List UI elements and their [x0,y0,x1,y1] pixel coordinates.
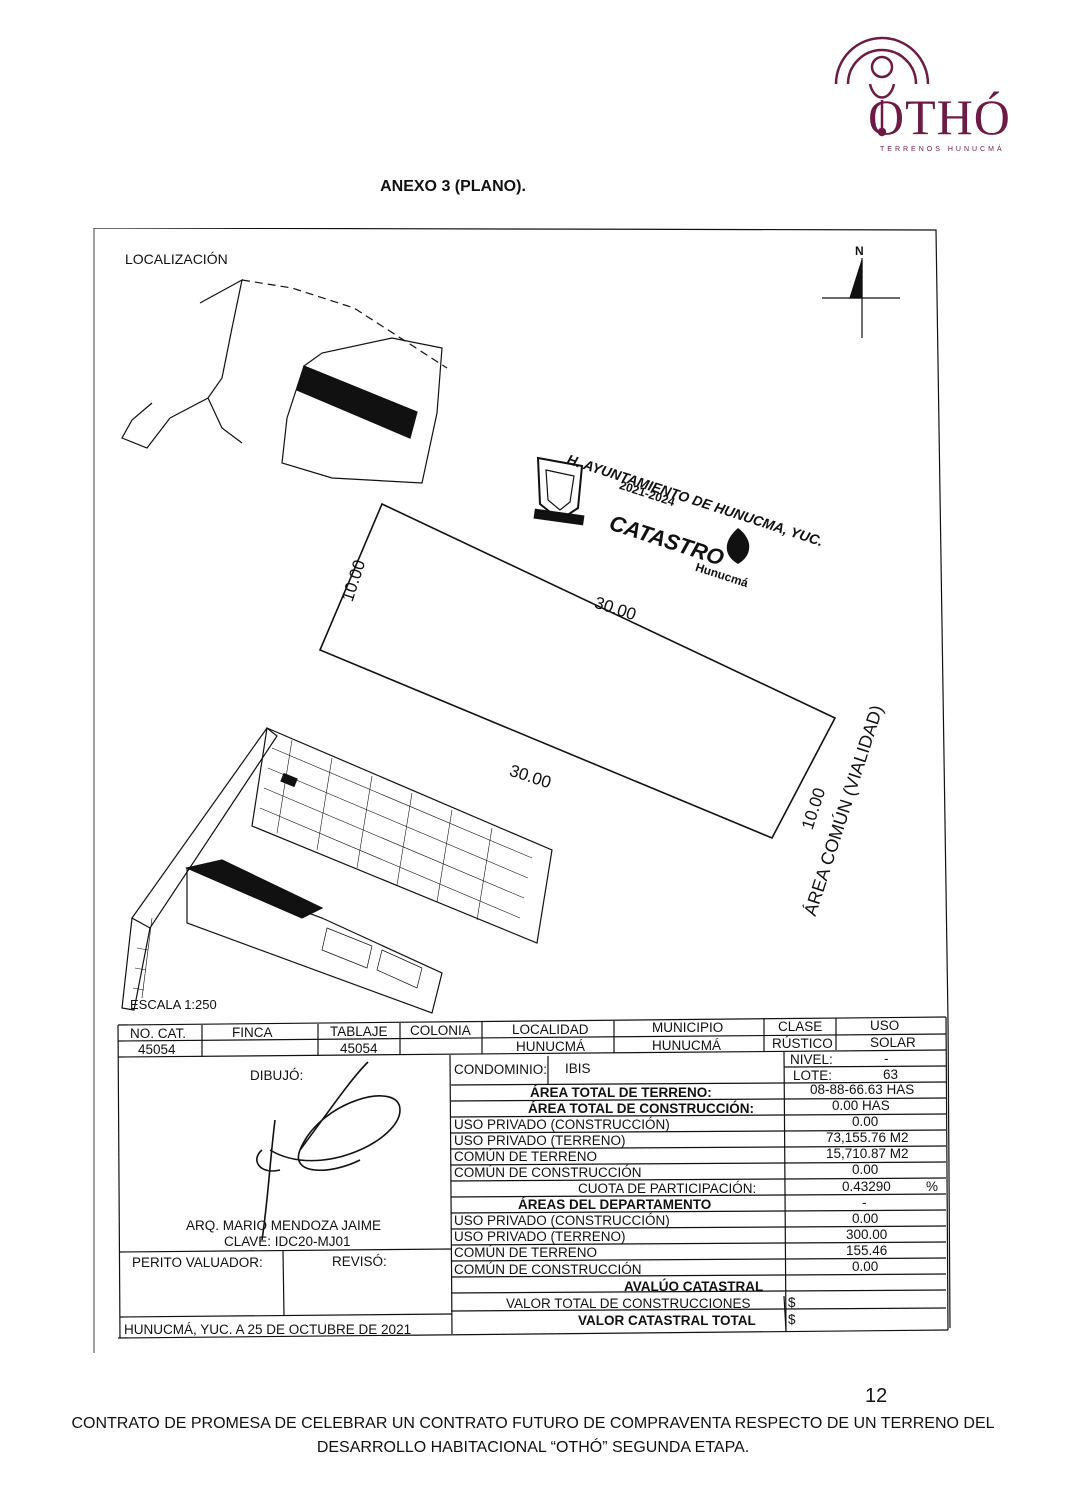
nivel-label: NIVEL: [790,1052,833,1067]
row-depto-up-terreno-value: 300.00 [846,1227,888,1242]
hdr-clase: CLASE [778,1019,823,1034]
hdr-tablaje: TABLAJE [330,1024,388,1039]
location-title: LOCALIZACIÓN [125,251,228,267]
hdr-colonia: COLONIA [410,1023,471,1038]
hdr-no-cat: NO. CAT. [130,1026,187,1041]
hdr-localidad: LOCALIDAD [512,1022,589,1037]
row-comun-terreno-value: 15,710.87 M2 [826,1146,909,1161]
row-area-constr-label: ÁREA TOTAL DE CONSTRUCCIÓN: [528,1101,754,1116]
logo-tagline: TERRENOS HUNUCMÁ [880,146,1005,153]
municipal-seal-icon [533,456,585,526]
row-depto-up-terreno-label: USO PRIVADO (TERRENO) [454,1229,626,1244]
lote-label: LOTE: [793,1068,833,1083]
logo-wordmark: OTHÓ [868,89,1011,145]
row-depto-up-constr-label: USO PRIVADO (CONSTRUCCIÓN) [454,1213,670,1228]
val-no-cat: 45054 [138,1042,176,1057]
footer-line-2: DESARROLLO HABITACIONAL “OTHÓ” SEGUNDA E… [316,1439,750,1456]
row-areas-depto-label: ÁREAS DEL DEPARTAMENTO [518,1197,712,1212]
site-plan [93,228,951,1353]
valor-catastral-total-label: VALOR CATASTRAL TOTAL [578,1313,756,1328]
row-area-terreno-value: 08-88-66.63 HAS [810,1082,915,1097]
row-up-constr-label: USO PRIVADO (CONSTRUCCIÓN) [454,1117,670,1132]
hdr-uso: USO [870,1018,900,1033]
valor-construcciones-currency: $ [788,1295,796,1310]
dibujo-label: DIBUJÓ: [250,1068,304,1083]
hdr-finca: FINCA [232,1025,273,1040]
avaluo-catastral: AVALÚO CATASTRAL [624,1279,764,1294]
place-date: HUNUCMÁ, YUC. A 25 DE OCTUBRE DE 2021 [124,1322,412,1337]
footer: CONTRATO DE PROMESA DE CELEBRAR UN CONTR… [0,1412,1066,1460]
condominio-value: IBIS [565,1061,591,1076]
north-arrow-label: N [855,244,864,258]
row-area-constr-value: 0.00 HAS [832,1098,890,1113]
val-municipio: HUNUCMÁ [652,1038,721,1053]
hdr-municipio: MUNICIPIO [652,1020,724,1035]
row-depto-up-constr-value: 0.00 [852,1211,879,1226]
val-localidad: HUNUCMÁ [516,1039,585,1054]
valor-construcciones-label: VALOR TOTAL DE CONSTRUCCIONES [506,1296,751,1311]
val-tablaje: 45054 [340,1041,378,1056]
row-up-terreno-value: 73,155.76 M2 [826,1130,909,1145]
row-depto-comun-constr-label: COMÚN DE CONSTRUCCIÓN [454,1262,642,1277]
row-comun-constr-label: COMÚN DE CONSTRUCCIÓN [454,1165,642,1180]
row-comun-terreno-label: COMÚN DE TERRENO [454,1149,598,1164]
condominio-label: CONDOMINIO: [454,1062,547,1077]
flame-logo-icon [726,528,750,564]
valor-catastral-total-currency: $ [788,1312,796,1327]
architect-clave: CLAVE: IDC20-MJ01 [224,1234,351,1249]
lote-value: 63 [883,1067,899,1082]
nivel-value: - [884,1051,889,1066]
annex-heading: ANEXO 3 (PLANO). [380,178,526,195]
architect-name: ARQ. MARIO MENDOZA JAIME [186,1218,382,1233]
row-up-constr-value: 0.00 [852,1114,879,1129]
row-depto-comun-terreno-value: 155.46 [846,1243,888,1258]
reviso-label: REVISÓ: [332,1254,387,1269]
page-number: 12 [865,1385,888,1407]
row-depto-comun-terreno-label: COMÚN DE TERRENO [454,1245,598,1260]
row-comun-constr-value: 0.00 [852,1162,879,1177]
perito-label: PERITO VALUADOR: [132,1255,263,1270]
row-cuota-value: 0.43290 [842,1179,891,1194]
row-cuota-label: CUOTA DE PARTICIPACIÓN: [578,1181,757,1196]
footer-line-1: CONTRATO DE PROMESA DE CELEBRAR UN CONTR… [71,1415,995,1432]
val-uso: SOLAR [870,1035,916,1050]
row-up-terreno-label: USO PRIVADO (TERRENO) [454,1133,626,1148]
otho-logo [834,36,930,137]
row-areas-depto-value: - [862,1195,867,1210]
row-depto-comun-constr-value: 0.00 [852,1259,879,1274]
scale-label: ESCALA 1:250 [130,997,217,1012]
row-area-terreno-label: ÁREA TOTAL DE TERRENO: [530,1085,712,1100]
row-cuota-unit: % [926,1179,939,1194]
val-clase: RÚSTICO [772,1036,833,1051]
